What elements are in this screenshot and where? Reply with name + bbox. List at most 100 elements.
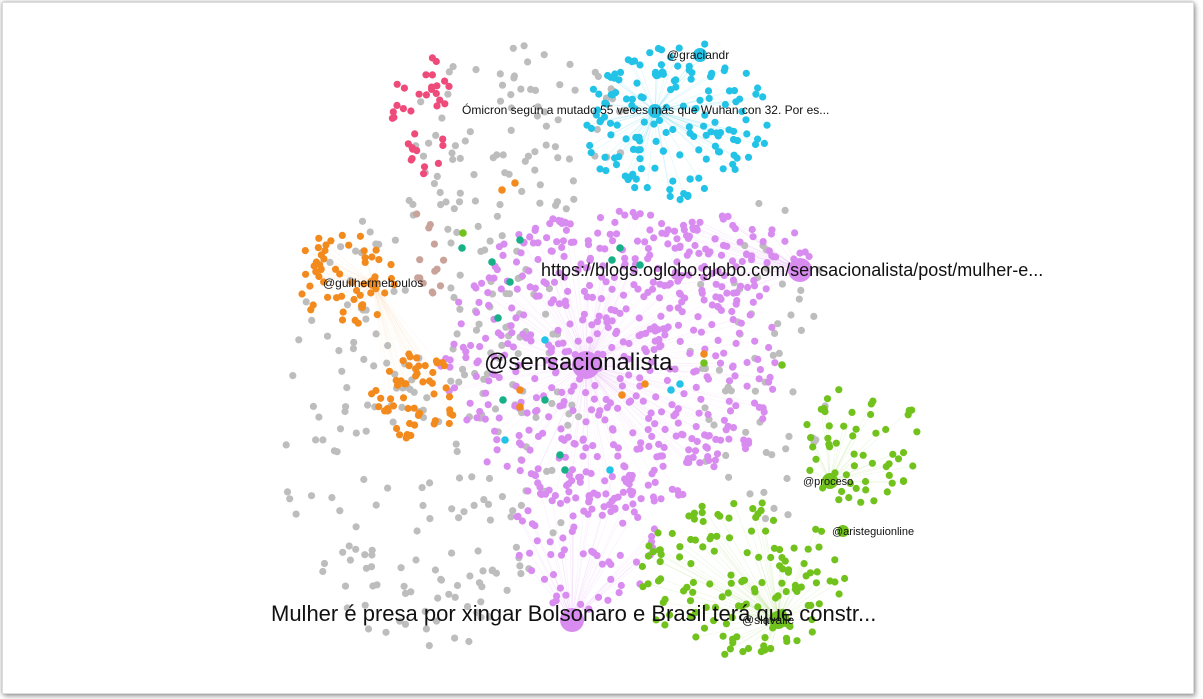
network-node	[654, 326, 662, 334]
network-node	[708, 301, 716, 309]
network-node	[867, 410, 875, 419]
network-node	[494, 329, 502, 337]
network-node	[445, 419, 453, 428]
network-node	[533, 537, 541, 545]
network-node	[375, 240, 383, 248]
network-edge	[690, 600, 779, 621]
network-node	[431, 267, 439, 275]
network-node	[490, 353, 498, 361]
network-node	[584, 510, 592, 518]
network-node	[611, 307, 619, 315]
network-node	[676, 243, 684, 252]
network-edge	[571, 494, 632, 621]
network-node	[460, 508, 468, 516]
network-node	[467, 341, 475, 350]
labels-layer: @graciandr Ómicron según a mutado 55 vec…	[271, 48, 1043, 627]
network-node	[381, 289, 389, 297]
network-node	[720, 67, 728, 75]
network-node	[518, 456, 526, 464]
network-node	[751, 588, 759, 596]
network-node	[619, 488, 628, 496]
network-edge	[654, 72, 693, 112]
network-edge	[573, 242, 587, 366]
network-node	[795, 295, 803, 303]
network-node	[859, 451, 867, 459]
hub-node-graciandr	[693, 48, 707, 62]
network-node	[872, 429, 880, 437]
network-node	[611, 504, 619, 512]
network-edge	[728, 592, 779, 621]
network-node	[462, 354, 470, 362]
network-node	[436, 282, 445, 290]
network-node	[807, 434, 815, 442]
network-node	[409, 200, 417, 208]
network-edge	[372, 282, 451, 414]
network-node	[416, 409, 424, 417]
network-node	[624, 355, 633, 363]
network-node	[557, 425, 565, 433]
network-node	[680, 190, 688, 198]
network-node	[782, 588, 790, 596]
network-edge	[585, 364, 746, 445]
network-node	[633, 237, 642, 245]
network-node	[769, 385, 777, 393]
network-node	[666, 611, 674, 619]
network-node	[596, 214, 605, 222]
network-node	[515, 439, 524, 447]
network-node	[704, 375, 713, 383]
network-edge	[694, 513, 779, 621]
network-node	[473, 414, 481, 422]
network-node	[671, 365, 679, 373]
network-node	[547, 299, 555, 307]
network-node	[583, 293, 591, 301]
network-node	[690, 509, 699, 517]
network-node	[368, 390, 376, 398]
network-node	[641, 380, 649, 388]
network-node	[516, 386, 524, 394]
network-node	[722, 451, 730, 460]
network-node	[389, 418, 397, 426]
network-node	[501, 436, 509, 444]
network-node	[742, 69, 750, 77]
network-node	[493, 151, 501, 159]
network-node	[595, 312, 603, 320]
network-node	[393, 101, 401, 109]
network-edge	[585, 364, 616, 510]
network-edge	[585, 240, 638, 366]
network-node	[587, 406, 596, 414]
network-node	[758, 499, 766, 507]
network-node	[389, 108, 397, 116]
network-node	[643, 184, 651, 192]
network-node	[549, 529, 557, 537]
network-node	[425, 224, 433, 232]
network-node	[486, 516, 494, 524]
network-node	[701, 404, 709, 412]
network-node	[326, 258, 334, 266]
network-node	[705, 94, 713, 102]
network-node	[715, 148, 724, 156]
network-node	[649, 493, 658, 501]
network-edge	[535, 364, 587, 476]
network-node	[654, 264, 662, 272]
network-node	[343, 301, 352, 309]
network-node	[676, 553, 684, 561]
network-node	[575, 413, 583, 421]
network-node	[560, 252, 568, 260]
network-node	[448, 549, 456, 557]
network-node	[621, 106, 629, 115]
network-node	[635, 133, 643, 141]
network-node	[694, 313, 702, 321]
network-edge	[585, 364, 694, 458]
network-node	[509, 343, 517, 351]
network-node	[693, 437, 701, 446]
network-node	[646, 325, 654, 333]
network-node	[700, 350, 708, 358]
network-node	[572, 494, 580, 502]
network-node	[574, 337, 582, 345]
network-node	[366, 228, 374, 236]
network-node	[407, 107, 415, 115]
network-node	[516, 562, 524, 570]
network-node	[361, 551, 369, 559]
network-node	[640, 118, 648, 126]
network-node	[559, 401, 567, 409]
